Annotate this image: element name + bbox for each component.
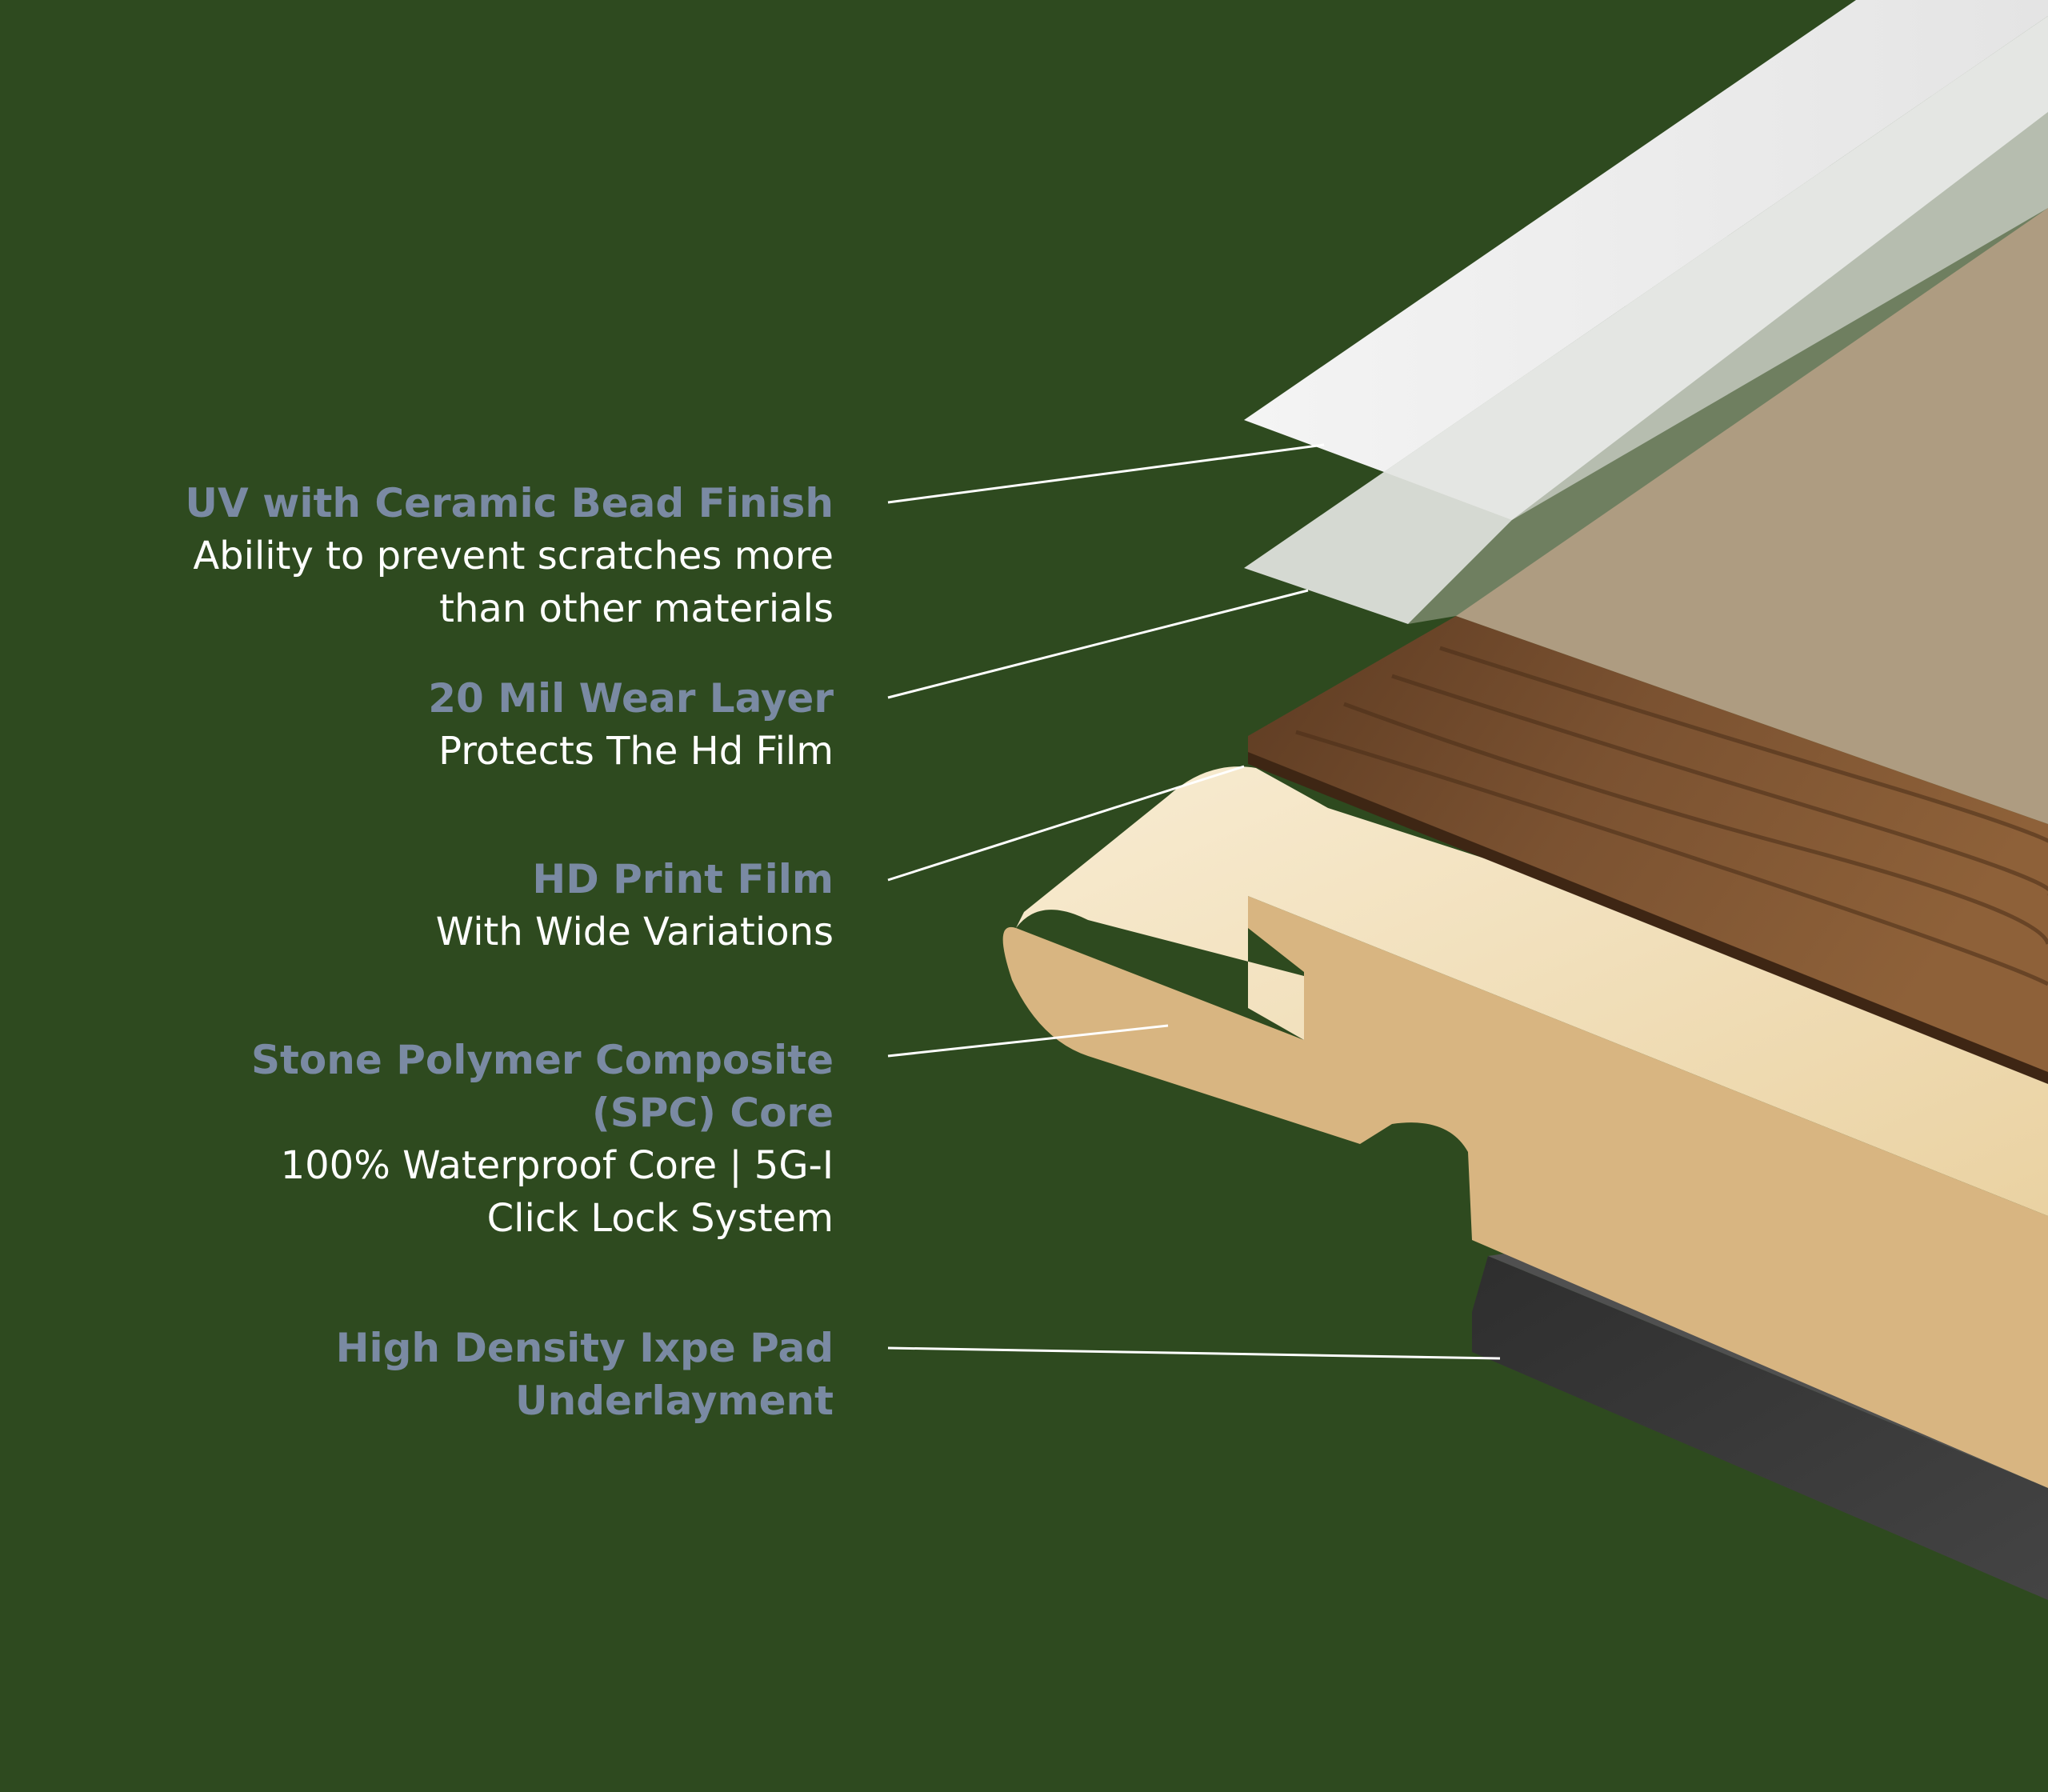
hd-print-film-title: HD Print Film <box>532 856 834 902</box>
spc-core-side <box>1002 896 2048 1488</box>
wood-upper-plane <box>1456 208 2048 824</box>
underlayment-pad-layer <box>1472 1256 2048 1600</box>
hd-print-film-description: With Wide Variations <box>435 910 834 954</box>
leader-line-hd <box>887 765 1245 882</box>
wear-layer-description: Protects The Hd Film <box>438 729 834 774</box>
spc-core-description: 100% Waterproof Core | 5G-I Click Lock S… <box>280 1143 834 1241</box>
spc-core-title: Stone Polymer Composite (SPC) Core <box>251 1037 834 1136</box>
wear-layer-title: 20 Mil Wear Layer <box>428 675 834 722</box>
leader-lines <box>887 443 1501 1360</box>
leader-line-wear <box>887 589 1309 699</box>
underlayment-title: High Density Ixpe Pad Underlayment <box>335 1325 834 1424</box>
hd-print-film-label: HD Print Film With Wide Variations <box>34 853 834 958</box>
uv-finish-sheen <box>1384 16 2048 520</box>
hd-print-film-edge <box>1248 752 2048 1084</box>
leader-line-spc <box>887 1024 1169 1058</box>
underlayment-label: High Density Ixpe Pad Underlayment <box>34 1322 834 1427</box>
uv-finish-layer <box>1244 0 2048 472</box>
underlayment-pad-top <box>1488 1248 2048 1488</box>
uv-finish-title: UV with Ceramic Bead Finish <box>185 480 834 526</box>
wood-grain-lines <box>1295 646 2048 986</box>
hd-print-film-layer <box>1248 616 2048 1080</box>
leader-line-uv <box>887 443 1325 504</box>
spc-core-label: Stone Polymer Composite (SPC) Core 100% … <box>34 1034 834 1245</box>
uv-finish-label: UV with Ceramic Bead Finish Ability to p… <box>34 477 834 635</box>
leader-line-pad <box>887 1346 1501 1360</box>
uv-finish-description: Ability to prevent scratches more than o… <box>193 534 834 631</box>
spc-core-top <box>1016 766 2048 1216</box>
wear-layer-label: 20 Mil Wear Layer Protects The Hd Film <box>34 672 834 778</box>
